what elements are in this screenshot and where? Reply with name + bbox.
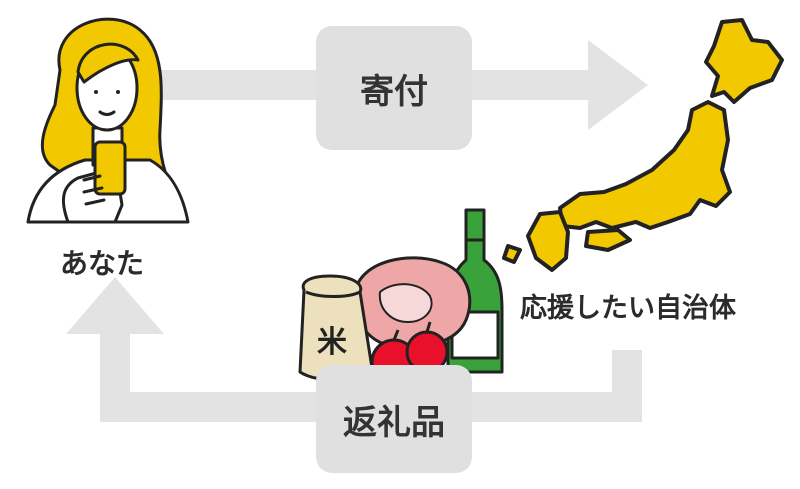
sake-bottle-icon [446, 208, 504, 374]
rice-bag-label: 米 [317, 325, 347, 360]
donation-label: 寄付 [360, 71, 428, 112]
japan-map-icon [502, 18, 784, 272]
rice-bag-icon [298, 274, 374, 382]
municipality-label: 応援したい自治体 [520, 293, 736, 324]
person-with-phone-icon [26, 17, 190, 224]
return-gift-pill: 返礼品 [316, 365, 472, 473]
return-gift-label: 返礼品 [343, 402, 445, 443]
meat-icon [353, 256, 472, 349]
donation-pill: 寄付 [316, 26, 472, 150]
you-label: あなた [60, 247, 145, 280]
